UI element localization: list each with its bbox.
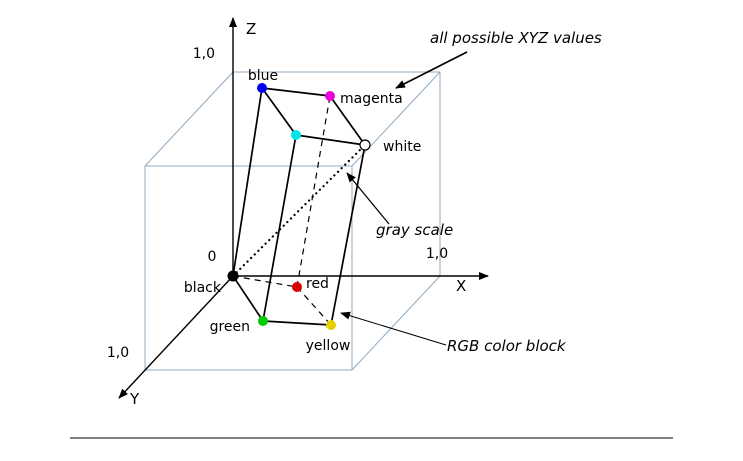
edge-cyan-white [295, 134, 366, 146]
magenta-label: magenta [340, 91, 403, 107]
blue-label: blue [248, 68, 278, 84]
edge-green-yellow [262, 320, 332, 326]
x-tick-label: 1,0 [426, 246, 448, 262]
cyan-point [291, 130, 301, 140]
origin-label: 0 [208, 249, 217, 265]
black-label: black [184, 280, 222, 296]
edge-blue-magenta [261, 87, 331, 97]
z-axis-label: Z [246, 20, 256, 38]
edge-red-magenta [296, 95, 331, 288]
black-point [227, 270, 239, 282]
edge-black-green [232, 275, 264, 322]
gray-scale-annotation: gray scale [376, 221, 453, 239]
edge-yellow-white [330, 144, 366, 326]
xyz-values-arrow [395, 51, 468, 89]
edge-magenta-white [329, 95, 366, 146]
cube-edge-top-left [144, 71, 234, 167]
axes [118, 17, 489, 399]
green-point [258, 316, 268, 326]
edge-black-red [232, 275, 298, 288]
white-label: white [383, 139, 421, 155]
x-axis-label: X [456, 277, 466, 295]
gray-scale-arrow [346, 172, 390, 225]
edge-green-cyan [262, 134, 297, 322]
xyz-values-annotation: all possible XYZ values [430, 29, 602, 47]
y-tick-label: 1,0 [107, 345, 129, 361]
blue-point [257, 83, 267, 93]
cube-edge-bottom-right [351, 275, 441, 371]
yellow-label: yellow [306, 338, 351, 354]
edge-red-yellow [296, 286, 332, 326]
y-axis [118, 275, 234, 399]
gray-scale-line [231, 143, 367, 278]
red-point [292, 282, 302, 292]
z-tick-label: 1,0 [193, 46, 215, 62]
rgb-block-arrow [340, 311, 447, 346]
y-axis-label: Y [129, 390, 140, 408]
red-label: red [306, 276, 329, 292]
rgb-block-hidden-edges [232, 95, 332, 326]
white-point [359, 139, 371, 151]
rgb-block-annotation: RGB color block [447, 337, 567, 355]
edge-black-blue [232, 87, 263, 277]
yellow-point [326, 320, 336, 330]
rgb-block-edges [232, 87, 366, 326]
edge-blue-cyan [261, 87, 297, 136]
green-label: green [210, 319, 250, 335]
magenta-point [325, 91, 335, 101]
xyz-cube [144, 71, 441, 371]
